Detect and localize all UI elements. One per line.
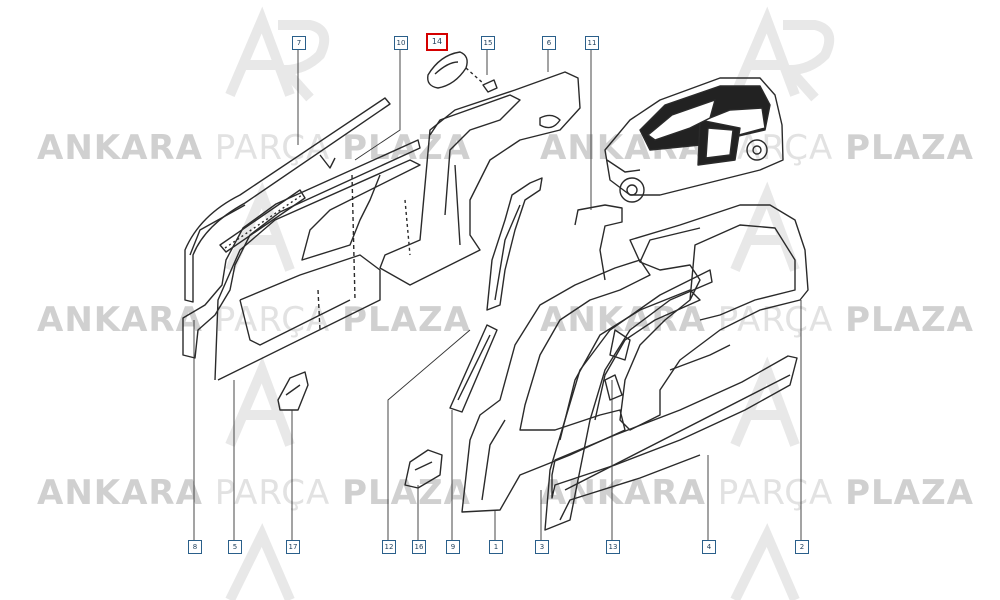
part-12-pillar-reinforcement — [486, 177, 543, 311]
callout-11[interactable]: 11 — [585, 36, 599, 50]
callout-7[interactable]: 7 — [292, 36, 306, 50]
watermark-logo-icon — [225, 356, 295, 447]
callout-15[interactable]: 15 — [481, 36, 495, 50]
leader-lines — [193, 48, 802, 540]
callout-6[interactable]: 6 — [542, 36, 556, 50]
part-16-bracket — [404, 449, 443, 489]
watermark-logo-icon — [778, 20, 835, 102]
callout-3[interactable]: 3 — [535, 540, 549, 554]
callout-9[interactable]: 9 — [446, 540, 460, 554]
callout-8[interactable]: 8 — [188, 540, 202, 554]
callout-4[interactable]: 4 — [702, 540, 716, 554]
part-3-door-aperture — [544, 269, 713, 531]
part-9-strip — [449, 324, 498, 413]
callout-16[interactable]: 16 — [412, 540, 426, 554]
part-4-sill — [551, 355, 798, 521]
callout-2[interactable]: 2 — [795, 540, 809, 554]
part-2-body-side-rear — [619, 204, 809, 431]
part-5-door-frame — [182, 139, 421, 381]
part-6-quarter-panel — [379, 71, 581, 286]
part-14-fuel-flap — [427, 51, 468, 89]
part-17-bracket — [277, 371, 309, 411]
watermark-text: ANKARA PARÇA PLAZA — [37, 473, 471, 513]
callout-14-selected[interactable]: 14 — [426, 33, 448, 51]
callout-1[interactable]: 1 — [489, 540, 503, 554]
watermark-text: ANKARA PARÇA PLAZA — [540, 300, 974, 340]
callout-17[interactable]: 17 — [286, 540, 300, 554]
callout-5[interactable]: 5 — [228, 540, 242, 554]
reference-car-illustration — [604, 77, 784, 203]
watermark-text: ANKARA PARÇA PLAZA — [540, 128, 974, 168]
watermark-logo-icon — [225, 523, 295, 600]
callout-13[interactable]: 13 — [606, 540, 620, 554]
callout-12[interactable]: 12 — [382, 540, 396, 554]
part-7-roof-rail — [184, 97, 391, 303]
watermark-logo-icon — [730, 356, 800, 447]
watermark-logo-icon — [730, 523, 800, 600]
callout-10[interactable]: 10 — [394, 36, 408, 50]
watermark-logo-icon — [273, 20, 330, 102]
part-15-clip — [465, 67, 498, 93]
